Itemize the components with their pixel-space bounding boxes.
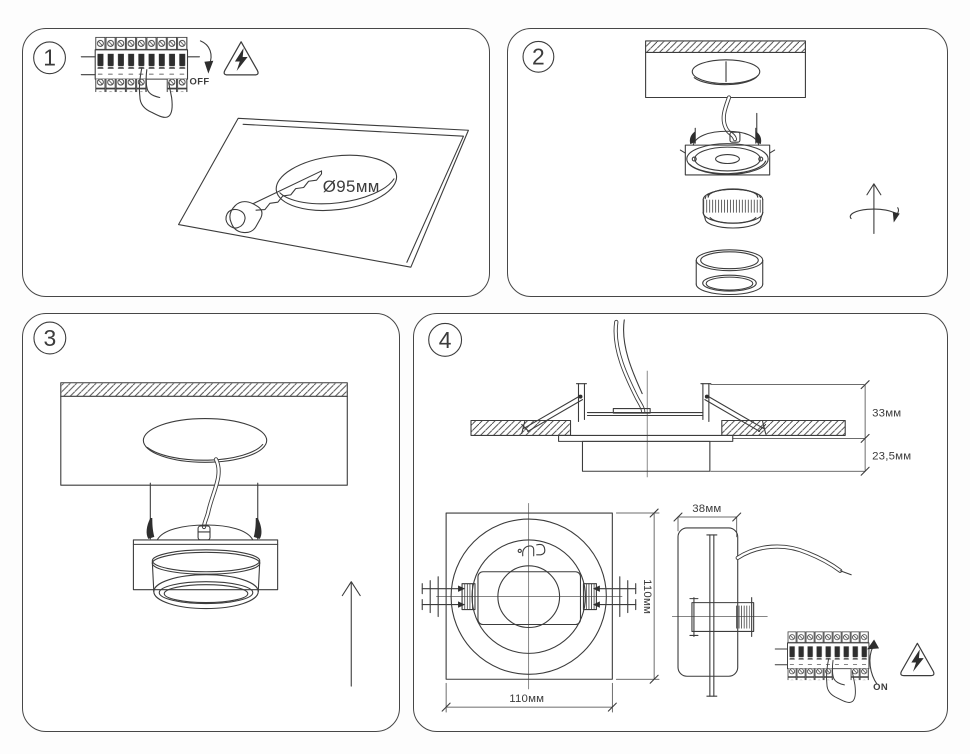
pointing-hand-icon [826,658,856,703]
cutout-diameter-label: Ø95мм [323,177,380,196]
electric-shock-warning-icon [223,41,259,76]
assembled-downlight-drawing [132,482,279,610]
step-number-badge: 4 [428,322,463,357]
dim-width-label: 110мм [509,693,544,705]
downlight-body-drawing [679,127,776,176]
ceiling-panel-drawing: Ø95мм [178,117,469,268]
dimension-33mm: 33мм 23,5мм [860,380,911,476]
ceiling-cutout-drawing [645,40,806,99]
electric-shock-warning-icon [900,642,935,677]
step-number-badge: 1 [33,41,66,75]
dim-height-label: 110мм [641,579,653,614]
step-1-number: 1 [43,45,56,71]
gu10-lamp-drawing [702,188,764,229]
installed-side-view-drawing: 33мм 23,5мм [470,319,911,478]
insert-rotate-arrow-icon [849,183,900,235]
power-on-label: ON [873,682,888,693]
step-4-panel: 4 [413,313,948,732]
trim-ring-drawing [695,249,764,296]
ceiling-cutout-drawing [60,382,348,486]
power-wire-icon [721,95,758,143]
step-4-number: 4 [439,327,452,353]
power-wire-icon [197,457,221,541]
step-2-panel: 2 [507,28,948,297]
circuit-breaker-icon [80,36,200,118]
dim-below-ceiling-label: 23,5мм [872,450,911,462]
circuit-breaker-icon [774,631,870,703]
step-3-number: 3 [43,325,56,351]
dim-above-ceiling-label: 33мм [872,408,901,420]
hole-saw-icon [225,170,323,234]
spring-clip-left [421,576,466,618]
cable-clamp-detail [517,543,546,557]
rotate-switch-arrow-icon: ON [867,639,888,693]
push-up-arrow-icon [341,581,361,687]
step-3-panel: 3 [22,313,400,732]
step-1-panel: 1 OFF Ø95мм [22,28,490,297]
dim-depth-label: 38мм [692,503,721,515]
dimension-width-110mm: 110мм [441,682,617,713]
step-3-illustration: 3 [33,321,361,687]
step-2-number: 2 [532,44,545,70]
step-number-badge: 3 [33,321,67,355]
spring-clip-right [592,576,637,618]
step-4-illustration: 4 [421,319,935,713]
dimension-height-110mm: 110мм [615,508,660,684]
step-number-badge: 2 [522,40,555,73]
pointing-hand-icon [138,67,173,118]
top-view-drawing: 110мм 110мм [421,503,660,713]
rotate-switch-arrow-icon: OFF [189,40,214,87]
side-profile-drawing: 38мм [672,503,852,697]
power-off-label: OFF [189,76,209,87]
step-2-illustration: 2 [522,40,900,296]
dimension-depth-38mm: 38мм [673,503,742,538]
step-1-illustration: 1 OFF Ø95мм [33,36,469,268]
